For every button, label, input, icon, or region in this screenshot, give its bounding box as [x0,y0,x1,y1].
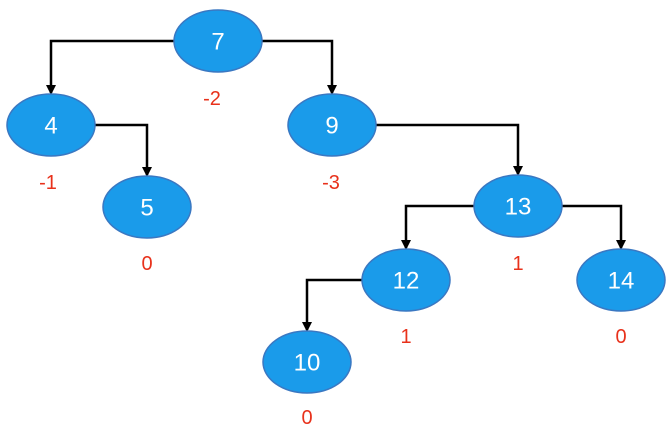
tree-node-13: 13 [473,174,563,238]
node-ellipse [576,248,666,312]
edge-n9-to-n13 [376,123,523,176]
node-value-label: 14 [608,268,635,295]
balance-factor-12: 1 [400,326,411,348]
edge-n4-to-n5 [95,123,152,177]
tree-node-9: 9 [287,93,377,157]
balance-factor-4: -1 [39,172,57,194]
tree-node-14: 14 [576,248,666,312]
balance-factor-5: 0 [141,253,152,275]
tree-node-5: 5 [102,175,192,239]
node-ellipse [262,330,352,394]
tree-node-12: 12 [361,248,451,312]
edges-layer [46,39,626,332]
node-value-label: 13 [505,194,532,221]
edge-n13-to-n12 [401,204,474,250]
node-ellipse [287,93,377,157]
tree-node-4: 4 [6,93,96,157]
edge-n7-to-n4 [46,39,174,95]
balance-factor-7: -2 [203,88,221,110]
node-ellipse [173,9,263,73]
edge-n7-to-n9 [262,39,337,95]
tree-node-7: 7 [173,9,263,73]
balance-factor-14: 0 [615,326,626,348]
node-value-label: 10 [294,350,321,377]
node-value-label: 12 [393,268,420,295]
node-value-label: 4 [44,113,57,140]
edge-n12-to-n10 [302,278,362,332]
node-ellipse [361,248,451,312]
tree-node-10: 10 [262,330,352,394]
node-value-label: 5 [140,195,153,222]
node-ellipse [102,175,192,239]
edge-n13-to-n14 [562,204,626,250]
node-ellipse [473,174,563,238]
balance-factor-9: -3 [322,172,340,194]
node-ellipse [6,93,96,157]
balance-factor-10: 0 [301,407,312,429]
node-value-label: 7 [211,29,224,56]
node-value-label: 9 [325,113,338,140]
balance-factor-13: 1 [512,253,523,275]
